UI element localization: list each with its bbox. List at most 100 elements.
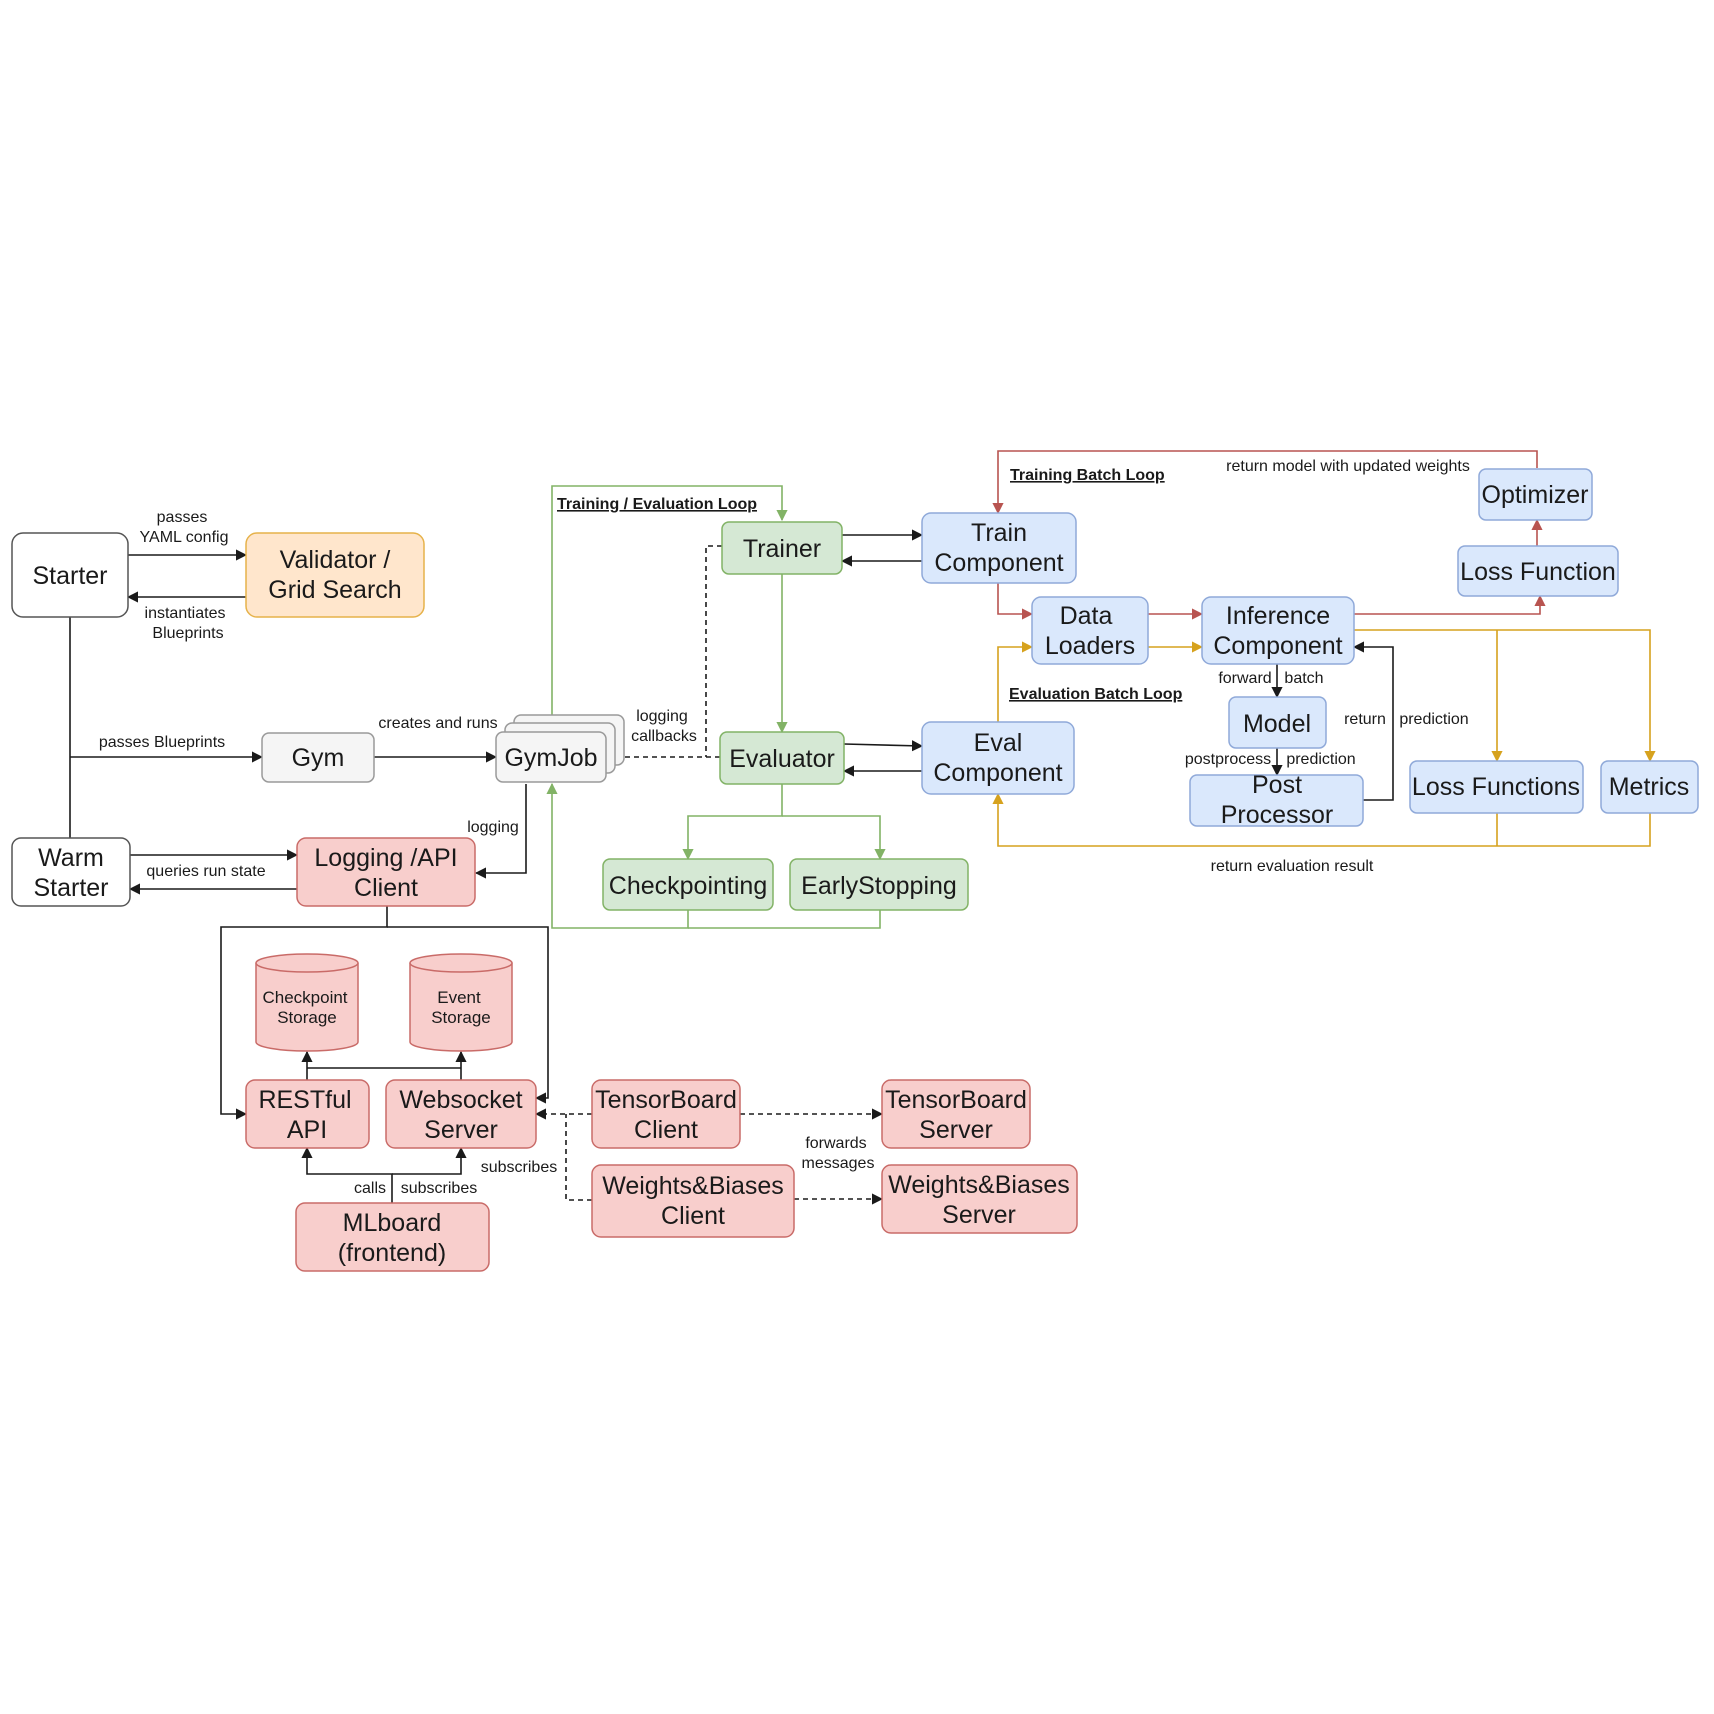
metrics-label: Metrics — [1609, 773, 1690, 801]
data-loaders-label-1: Data — [1060, 602, 1113, 630]
checkpoint-storage-label-1: Checkpoint — [262, 988, 347, 1007]
node-model: Model — [1228, 696, 1327, 749]
optimizer-label: Optimizer — [1482, 481, 1589, 509]
event-storage-label-1: Event — [437, 988, 481, 1007]
edge-label-return: return — [1344, 711, 1386, 728]
checkpointing-label: Checkpointing — [609, 872, 767, 900]
edge-label-batch: batch — [1284, 670, 1323, 687]
wandb-server-label-2: Server — [942, 1201, 1016, 1229]
gym-label: Gym — [292, 744, 345, 772]
edge-early-return — [688, 910, 881, 929]
edge-label-passes: passes — [157, 509, 208, 526]
edge-label-postprocess: postprocess — [1185, 751, 1271, 768]
restful-api-label-2: API — [287, 1116, 327, 1144]
loss-functions-label: Loss Functions — [1412, 773, 1580, 801]
edge-label-messages: messages — [802, 1155, 875, 1172]
tensorboard-client-label-2: Client — [634, 1116, 698, 1144]
edge-label-logging-callbacks-2: callbacks — [631, 728, 697, 745]
edge-label-prediction: prediction — [1399, 711, 1468, 728]
event-storage-label-2: Storage — [431, 1008, 491, 1027]
warm-starter-label-1: Warm — [38, 844, 104, 872]
edge-label-instantiates: instantiates — [145, 605, 226, 622]
edge-label-logging: logging — [467, 819, 519, 836]
edge-inference-lossfunction — [1353, 594, 1546, 615]
edge-evaluator-eval-component — [843, 740, 924, 752]
loop-title-training-batch: Training Batch Loop — [1010, 467, 1165, 484]
starter-label: Starter — [32, 562, 107, 590]
gymjob-label: GymJob — [504, 744, 597, 772]
node-wandb-client: Weights&Biases Client — [591, 1164, 795, 1238]
node-validator-grid-search: Validator / Grid Search — [245, 532, 425, 618]
edge-label-blueprints: Blueprints — [152, 625, 223, 642]
edge-wandb-client-websocket — [565, 1114, 592, 1201]
edge-logging-websocket — [387, 926, 549, 1104]
train-component-label-2: Component — [934, 549, 1063, 577]
node-loss-functions: Loss Functions — [1409, 760, 1584, 814]
validator-label-1: Validator / — [280, 546, 391, 574]
node-evaluator: Evaluator — [719, 731, 845, 785]
edge-metrics-return — [992, 792, 1651, 847]
restful-api-label-1: RESTful — [258, 1086, 351, 1114]
edge-label-prediction-2: prediction — [1286, 751, 1355, 768]
edge-logging-restful — [220, 906, 388, 1120]
checkpoint-storage-label-2: Storage — [277, 1008, 337, 1027]
loop-title-evaluation-batch: Evaluation Batch Loop — [1009, 686, 1183, 703]
node-eval-component: Eval Component — [921, 721, 1075, 795]
node-train-component: Train Component — [921, 512, 1077, 584]
node-websocket-server: Websocket Server — [385, 1079, 537, 1149]
wandb-client-label-1: Weights&Biases — [602, 1172, 784, 1200]
loss-function-label: Loss Function — [1460, 558, 1616, 586]
node-wandb-server: Weights&Biases Server — [881, 1164, 1078, 1234]
edge-mlboard-subscribes — [392, 1146, 467, 1175]
mlboard-label-2: (frontend) — [338, 1239, 446, 1267]
loop-title-training-evaluation: Training / Evaluation Loop — [557, 496, 757, 513]
edge-label-forwards: forwards — [805, 1135, 866, 1152]
node-early-stopping: EarlyStopping — [789, 858, 969, 911]
post-processor-label-2: Processor — [1221, 801, 1334, 829]
node-checkpointing: Checkpointing — [602, 858, 774, 911]
node-tensorboard-client: TensorBoard Client — [591, 1079, 741, 1149]
node-mlboard-frontend: MLboard (frontend) — [295, 1202, 490, 1272]
edge-loop-gymjob-trainer — [551, 485, 788, 730]
edge-label-yaml-config: YAML config — [140, 529, 229, 546]
post-processor-label-1: Post — [1252, 771, 1302, 799]
edge-train-to-dataloaders — [997, 583, 1034, 620]
websocket-server-label-2: Server — [424, 1116, 498, 1144]
node-data-loaders: Data Loaders — [1031, 596, 1149, 665]
node-post-processor: Post Processor — [1189, 771, 1364, 829]
node-gym: Gym — [261, 732, 375, 783]
validator-label-2: Grid Search — [268, 576, 401, 604]
warm-starter-label-2: Starter — [33, 874, 108, 902]
wandb-client-label-2: Client — [661, 1202, 725, 1230]
node-inference-component: Inference Component — [1201, 596, 1355, 665]
logging-client-label-2: Client — [354, 874, 418, 902]
node-starter: Starter — [11, 532, 129, 618]
edge-inference-lossfunctions — [1353, 629, 1656, 763]
eval-component-label-1: Eval — [974, 729, 1023, 757]
node-tensorboard-server: TensorBoard Server — [881, 1079, 1031, 1149]
data-loaders-label-2: Loaders — [1045, 632, 1135, 660]
edge-gymjob-logging — [474, 784, 527, 879]
edge-evaluator-early — [782, 815, 886, 861]
edge-label-forward: forward — [1218, 670, 1271, 687]
logging-client-label-1: Logging /API — [314, 844, 457, 872]
node-optimizer: Optimizer — [1478, 468, 1593, 521]
inference-component-label-2: Component — [1213, 632, 1342, 660]
node-metrics: Metrics — [1600, 760, 1699, 814]
edge-evaluator-split — [682, 784, 783, 861]
tensorboard-server-label-1: TensorBoard — [885, 1086, 1027, 1114]
node-logging-api-client: Logging /API Client — [296, 837, 476, 907]
node-loss-function: Loss Function — [1457, 545, 1619, 597]
model-label: Model — [1243, 710, 1311, 738]
edge-trainer-callbacks — [705, 545, 722, 757]
inference-component-label-1: Inference — [1226, 602, 1330, 630]
node-trainer: Trainer — [721, 521, 843, 575]
early-stopping-label: EarlyStopping — [801, 872, 957, 900]
edge-optimizer-return — [992, 450, 1538, 515]
node-checkpoint-storage: Checkpoint Storage — [255, 953, 359, 1052]
node-restful-api: RESTful API — [245, 1079, 370, 1149]
train-component-label-1: Train — [971, 519, 1027, 547]
edge-eval-to-dataloaders — [997, 641, 1034, 722]
edge-label-subscribes-mlboard: subscribes — [401, 1180, 477, 1197]
